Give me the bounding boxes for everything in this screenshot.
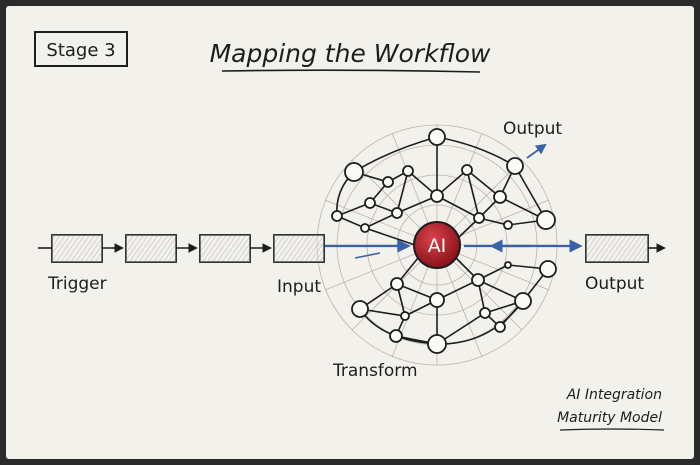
output-right-label: Output [585,274,644,294]
trigger-label: Trigger [47,274,107,294]
network-nodes [331,128,557,354]
footer-line-1: AI Integration [566,387,662,403]
footer-underline [559,428,665,431]
paper-background [6,6,694,459]
workflow-step-output [585,234,649,263]
ai-core-node: AI [413,221,461,269]
input-label: Input [277,277,321,297]
input-accent-stroke [354,252,381,259]
workflow-step-2 [125,234,177,263]
page-title: Mapping the Workflow [210,39,491,68]
workflow-step-1 [51,234,103,263]
workflow-step-3 [199,234,251,263]
workflow-chain [38,234,666,263]
title-underline [221,69,481,73]
stage-label-box: Stage 3 [34,31,128,67]
transform-label: Transform [332,361,418,381]
ai-core-label: AI [428,235,447,257]
workflow-step-input [273,234,325,263]
ai-flow-arrows [325,143,583,259]
stage-label: Stage 3 [46,40,115,61]
footer-line-2: Maturity Model [557,410,662,426]
output-top-arrow [526,143,547,159]
output-top-label: Output [503,119,562,139]
